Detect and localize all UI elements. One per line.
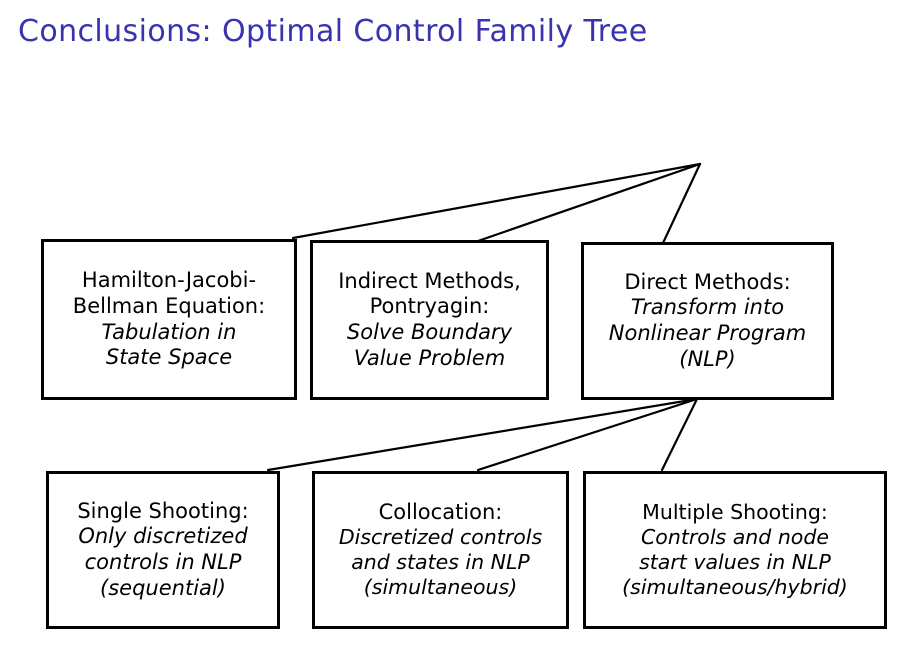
edge-direct-to-collocation: [476, 397, 699, 472]
node-direct-body: Transform into Nonlinear Program (NLP): [608, 295, 807, 371]
node-indirect-body: Solve Boundary Value Problem: [346, 320, 513, 370]
node-collocation[interactable]: Collocation: Discretized controls and st…: [312, 471, 569, 629]
edge-direct-to-single: [266, 397, 699, 472]
node-multiple-head: Multiple Shooting:: [642, 500, 828, 524]
node-hamilton-jacobi-bellman[interactable]: Hamilton-Jacobi- Bellman Equation: Tabul…: [41, 239, 297, 400]
node-multiple-shooting[interactable]: Multiple Shooting: Controls and node sta…: [583, 471, 887, 629]
node-multiple-body: Controls and node start values in NLP (s…: [622, 525, 848, 599]
node-single-head: Single Shooting:: [77, 498, 249, 523]
node-direct-head: Direct Methods:: [624, 269, 791, 294]
edge-apex-to-hjb: [291, 162, 702, 240]
edge-apex-to-indirect: [476, 162, 702, 243]
node-collocation-body: Discretized controls and states in NLP (…: [338, 525, 543, 600]
edge-apex-to-direct: [661, 162, 702, 245]
page-title: Conclusions: Optimal Control Family Tree: [18, 14, 648, 49]
node-indirect-head: Indirect Methods, Pontryagin:: [338, 268, 521, 319]
node-single-shooting[interactable]: Single Shooting: Only discretized contro…: [46, 471, 280, 629]
node-hjb-body: Tabulation in State Space: [101, 319, 237, 370]
edge-direct-to-multiple: [660, 397, 699, 472]
node-direct-methods[interactable]: Direct Methods: Transform into Nonlinear…: [581, 242, 834, 400]
node-hjb-head: Hamilton-Jacobi- Bellman Equation:: [72, 268, 266, 318]
node-collocation-head: Collocation:: [378, 499, 503, 524]
node-single-body: Only discretized controls in NLP (sequen…: [78, 524, 248, 600]
node-indirect-methods[interactable]: Indirect Methods, Pontryagin: Solve Boun…: [310, 240, 549, 400]
